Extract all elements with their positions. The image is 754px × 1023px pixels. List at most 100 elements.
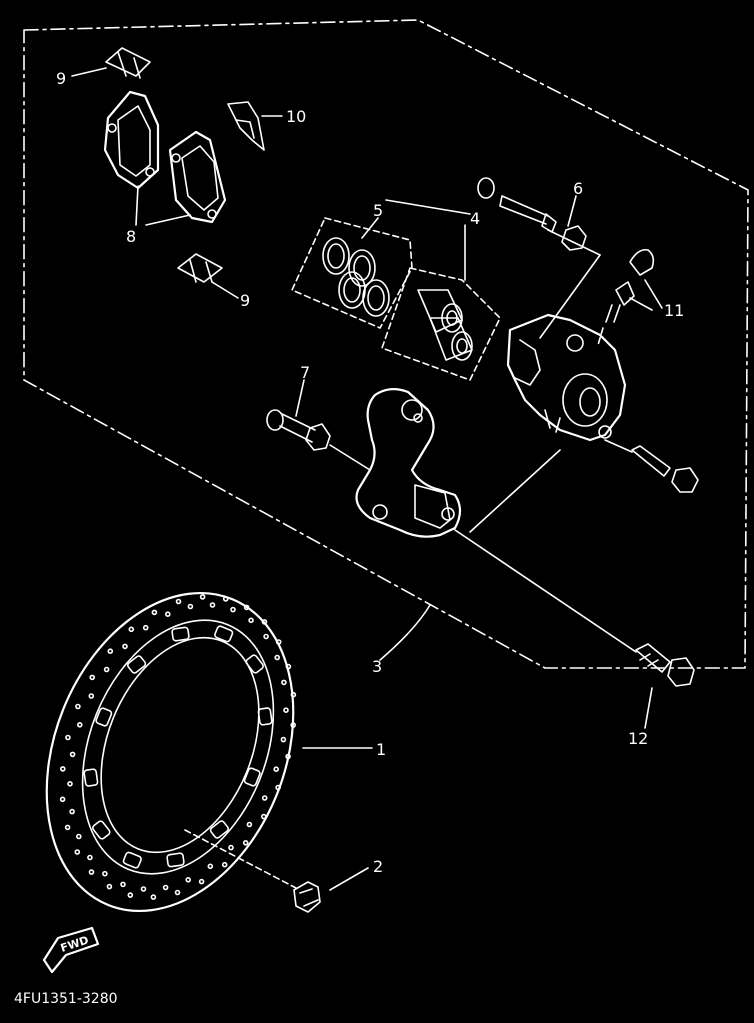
disc-vent-hole [64,824,71,831]
disc-vent-hole [185,876,191,883]
bleed-screw [597,248,655,346]
disc-lightening-slot [243,767,261,787]
callout-4: 4 [470,209,480,228]
disc-vent-hole [198,878,205,885]
callout-1: 1 [376,740,386,759]
disc-vent-hole [290,722,297,728]
assembly-boundary [23,19,749,669]
disc-vent-hole [69,808,75,815]
callout-9-upper: 9 [56,69,66,88]
disc-vent-hole [87,854,93,861]
disc-vent-hole [285,753,291,760]
disc-lightening-slot [92,820,111,840]
disc-vent-hole [230,606,236,613]
disc-lightening-slot [214,625,234,643]
disc-vent-hole [280,736,287,743]
disc-vent-hole [261,795,268,801]
disc-vent-hole [175,598,182,605]
axle-bolt [454,529,695,687]
caliper-body [506,313,627,442]
disc-vent-hole [207,863,214,870]
disc-vent-hole [165,611,171,618]
disc-lightening-slot [122,851,142,869]
disc-lightening-slot [83,768,99,787]
disc-vent-hole [199,594,206,600]
disc-vent-hole [107,648,114,655]
caliper-bracket [355,388,462,538]
diagram-code: 4FU1351-3280 [14,991,118,1007]
disc-vent-hole [122,643,128,650]
disc-vent-hole [142,624,149,631]
brake-disc [45,591,297,913]
disc-vent-hole [285,663,292,670]
disc-vent-hole [174,889,181,896]
disc-vent-hole [209,602,216,608]
disc-vent-hole [89,674,95,681]
callout-2: 2 [373,857,383,876]
disc-vent-hole [103,666,110,673]
forward-arrow-icon: FWD [42,926,100,974]
disc-vent-hole [283,707,289,714]
disc-vent-hole [75,703,81,710]
disc-lightening-slot [166,852,185,868]
callout-7: 7 [300,363,310,382]
callout-10: 10 [286,107,306,126]
disc-vent-hole [88,869,95,875]
disc-vent-hole [65,734,71,741]
bracket-bolt [266,409,371,471]
disc-vent-hole [246,821,253,828]
caliper-pistons [381,267,501,381]
disc-lightening-slot [209,820,229,839]
disc-vent-hole [106,883,113,890]
disc-lightening-slot [257,707,273,726]
disc-vent-hole [127,892,134,898]
callout-9-lower: 9 [240,291,250,310]
disc-vent-hole [260,813,267,820]
disc-vent-hole [151,609,158,616]
disc-bolt [184,829,321,913]
disc-vent-hole [221,861,228,868]
callout-6: 6 [573,179,583,198]
disc-vent-hole [88,693,95,699]
disc-vent-hole [187,603,194,610]
disc-lightening-slot [127,655,147,674]
piston-seals [291,217,413,329]
callout-11: 11 [664,301,684,320]
disc-vent-hole [140,886,147,892]
disc-vent-hole [290,691,297,698]
disc-vent-hole [243,604,250,611]
disc-vent-hole [59,796,66,803]
callout-12: 12 [628,729,648,748]
disc-vent-hole [162,884,169,891]
caliper-mount-bolt [604,439,699,493]
disc-vent-hole [59,766,66,772]
caliper-pin [477,177,601,256]
disc-vent-hole [69,751,76,758]
disc-lightening-slot [95,707,113,727]
disc-vent-hole [274,654,281,661]
disc-vent-hole [76,833,82,840]
disc-vent-hole [248,617,254,624]
disc-vent-hole [77,721,83,728]
callout-3: 3 [372,657,382,676]
disc-vent-hole [281,679,287,686]
disc-lightening-slot [171,626,190,642]
pad-spring [227,101,265,151]
disc-vent-hole [263,633,269,640]
disc-lightening-slot [245,654,264,674]
brake-pads [103,90,227,224]
disc-vent-hole [102,870,108,877]
callout-5: 5 [373,201,383,220]
pad-clip-upper [105,47,151,79]
callout-8: 8 [126,227,136,246]
disc-vent-hole [222,596,229,602]
disc-vent-hole [67,780,73,787]
disc-vent-hole [273,766,280,773]
disc-vent-hole [120,881,126,888]
pad-clip-lower [177,253,223,283]
leader-lines [71,67,663,891]
disc-vent-hole [275,639,282,645]
disc-vent-hole [74,849,81,855]
disc-vent-hole [150,894,157,900]
